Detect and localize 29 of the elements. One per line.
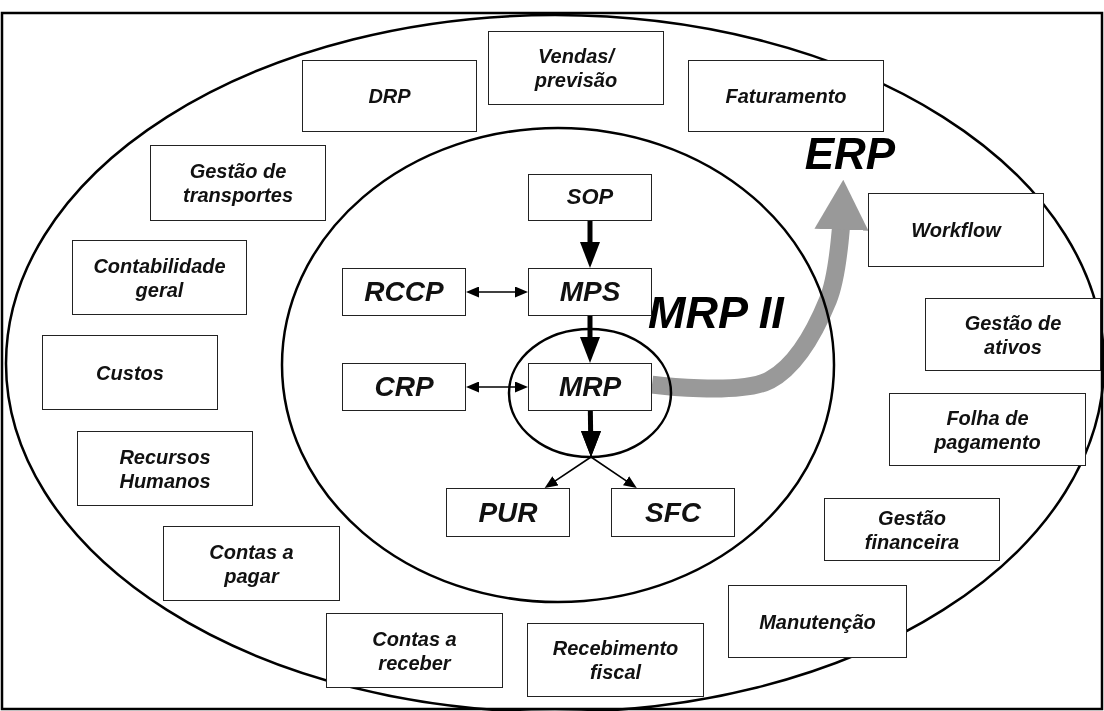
module-box: Workflow [868, 193, 1044, 267]
module-box: PUR [446, 488, 570, 537]
module-box: Recursos Humanos [77, 431, 253, 506]
module-box: Manutenção [728, 585, 907, 658]
arrow [466, 381, 528, 393]
arrow [580, 316, 600, 363]
module-box: MRP [528, 363, 652, 411]
module-box: Custos [42, 335, 218, 410]
arrow [650, 179, 869, 398]
module-box: Contas a receber [326, 613, 503, 688]
module-box: Contas a pagar [163, 526, 340, 601]
arrow [581, 410, 636, 487]
module-box: Gestão de transportes [150, 145, 326, 221]
arrow [466, 286, 528, 298]
module-box: Gestão de ativos [925, 298, 1101, 371]
module-box: Gestão financeira [824, 498, 1000, 561]
module-box: SOP [528, 174, 652, 221]
module-box: Contabilidade geral [72, 240, 247, 315]
module-box: SFC [611, 488, 735, 537]
module-box: RCCP [342, 268, 466, 316]
module-box: MPS [528, 268, 652, 316]
inner-ellipse [509, 329, 671, 457]
arrow [580, 221, 600, 268]
module-box: Faturamento [688, 60, 884, 132]
module-box: Recebimento fiscal [527, 623, 704, 697]
module-box: CRP [342, 363, 466, 411]
module-box: Vendas/ previsão [488, 31, 664, 105]
module-box: Folha de pagamento [889, 393, 1086, 466]
module-box: DRP [302, 60, 477, 132]
